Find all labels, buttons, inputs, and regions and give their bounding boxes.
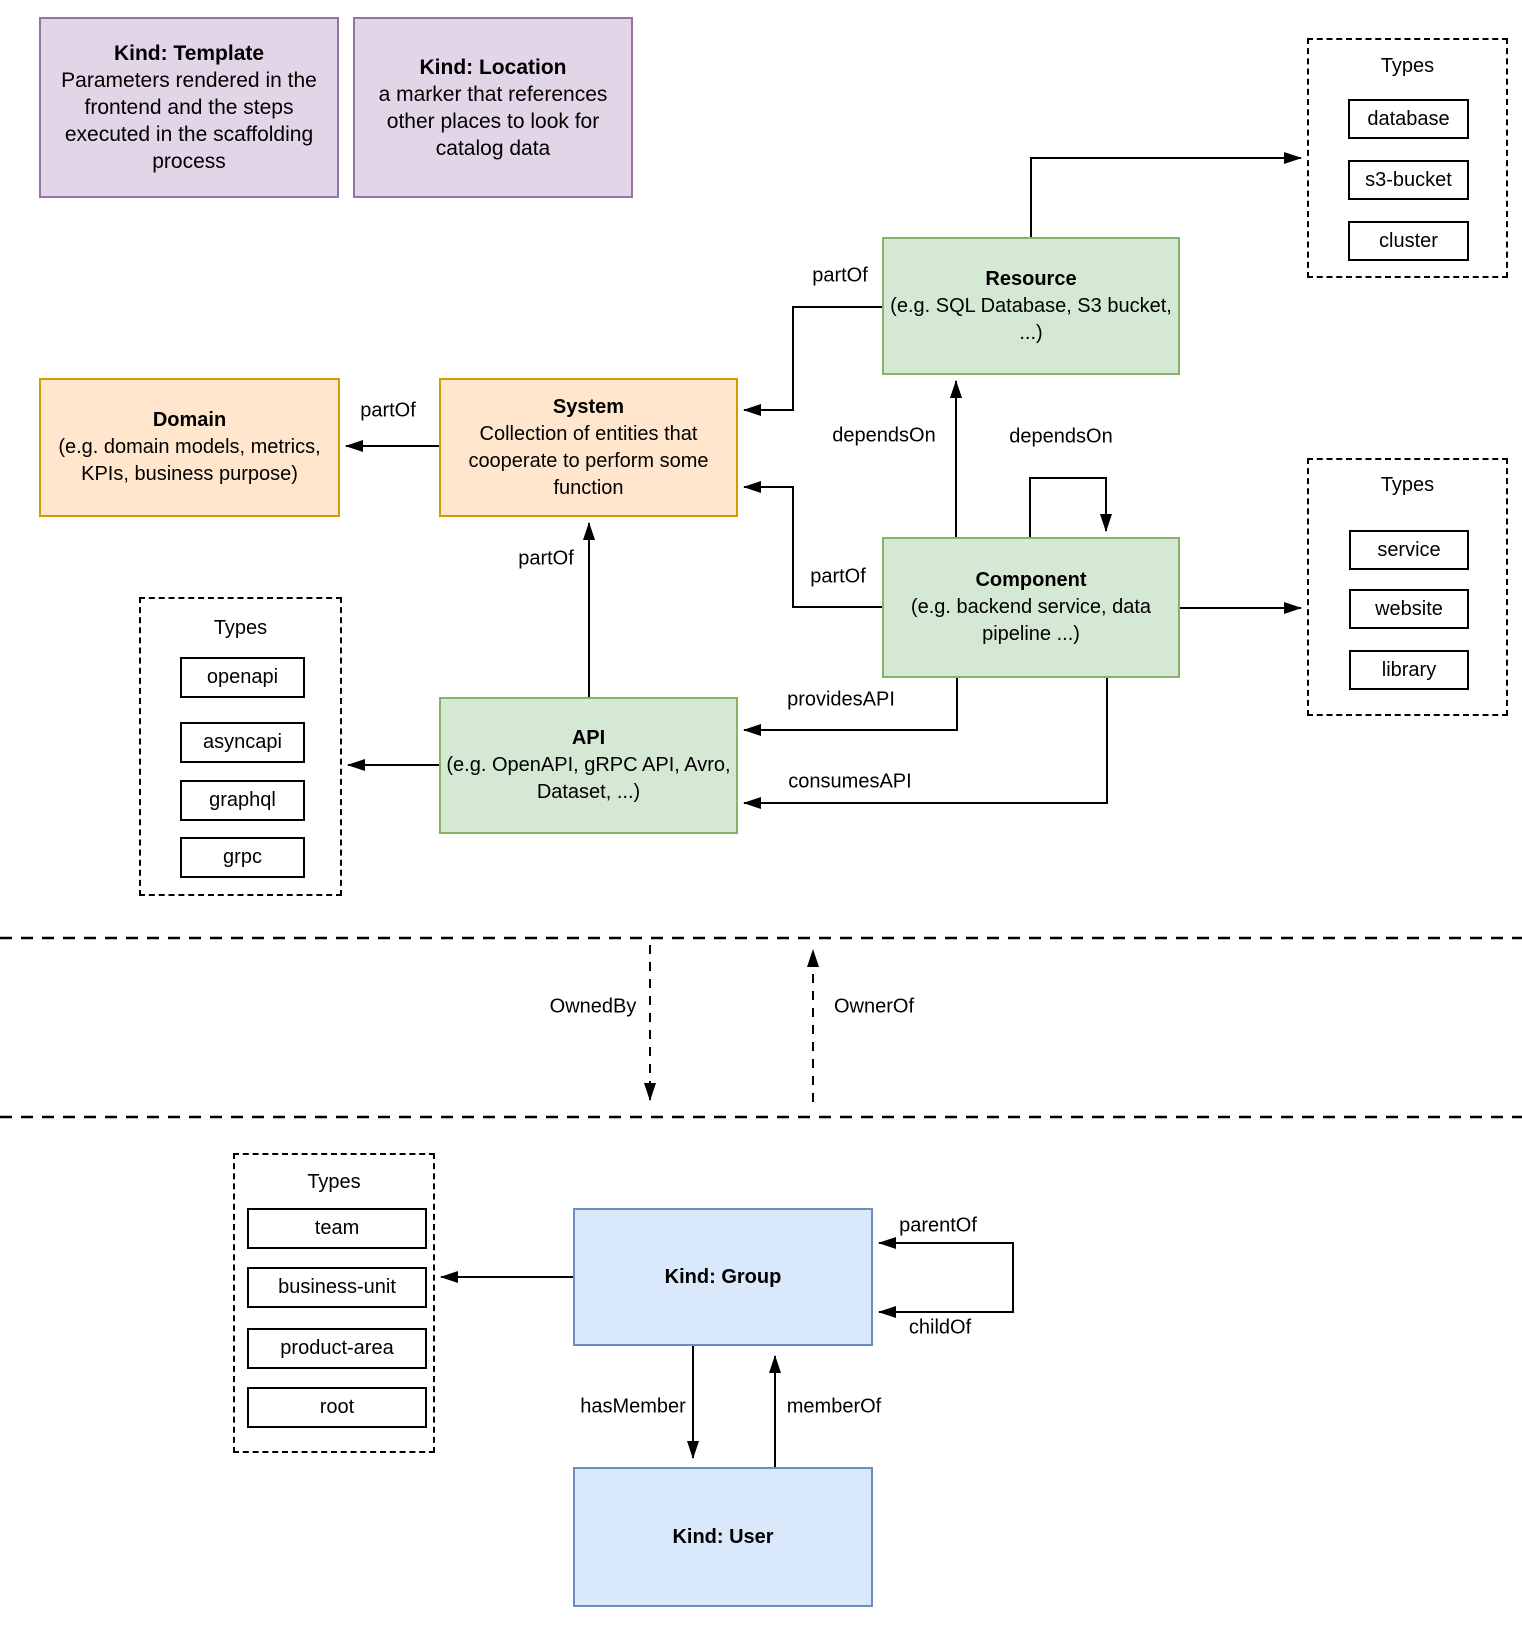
api-title: API [571, 727, 606, 749]
api-types-title: Types [213, 617, 268, 639]
user-box: Kind: User [573, 1467, 873, 1607]
type-item-product-area: product-area [247, 1328, 427, 1369]
type-item-library: library [1349, 650, 1469, 690]
component-box: Component (e.g. backend service, data pi… [882, 537, 1180, 678]
edge-parentof-childof-group-loop [878, 1237, 1014, 1318]
type-item-business-unit: business-unit [247, 1267, 427, 1308]
type-item-s3-bucket: s3-bucket [1348, 160, 1469, 200]
api-types-box: Types openapi asyncapi graphql grpc [139, 597, 342, 896]
group-box: Kind: Group [573, 1208, 873, 1346]
edge-dependson-component-self-loop [1029, 477, 1112, 537]
label-ownedby: OwnedBy [547, 995, 639, 1019]
resource-description: (e.g. SQL Database, S3 bucket, ...) [890, 294, 1172, 344]
group-types-title: Types [307, 1171, 361, 1193]
edge-partof-resource-system [743, 306, 882, 416]
label-ownerof: OwnerOf [831, 995, 917, 1019]
type-item-asyncapi: asyncapi [180, 722, 305, 763]
type-item-service: service [1349, 530, 1469, 570]
label-partof-api-system: partOf [516, 547, 576, 571]
label-providesapi: providesAPI [785, 688, 897, 712]
component-types-title: Types [1380, 474, 1435, 496]
type-item-database: database [1348, 99, 1469, 139]
resource-box: Resource (e.g. SQL Database, S3 bucket, … [882, 237, 1180, 375]
label-partof-resource-system: partOf [810, 264, 870, 288]
label-partof-system-domain: partOf [358, 399, 418, 423]
system-description: Collection of entities that cooperate to… [468, 422, 709, 499]
label-parentof: parentOf [897, 1214, 979, 1238]
type-item-graphql: graphql [180, 780, 305, 821]
user-title: Kind: User [672, 1525, 774, 1548]
type-item-cluster: cluster [1348, 221, 1469, 261]
type-item-root: root [247, 1387, 427, 1428]
label-memberof: memberOf [784, 1395, 884, 1419]
label-dependson-component-self: dependsOn [1007, 425, 1115, 449]
type-item-openapi: openapi [180, 657, 305, 698]
label-consumesapi: consumesAPI [786, 770, 914, 794]
location-kind-title: Kind: Location [419, 55, 567, 79]
edge-providesapi-component-api [743, 678, 958, 736]
label-partof-component-system: partOf [808, 565, 868, 589]
resource-title: Resource [985, 267, 1077, 290]
group-types-box: Types team business-unit product-area ro… [233, 1153, 435, 1453]
template-kind-box: Kind: Template Parameters rendered in th… [39, 17, 339, 198]
domain-description: (e.g. domain models, metrics, KPIs, busi… [58, 436, 321, 485]
edge-partof-component-system [743, 481, 882, 608]
system-box: System Collection of entities that coope… [439, 378, 738, 517]
domain-box: Domain (e.g. domain models, metrics, KPI… [39, 378, 340, 517]
api-description: (e.g. OpenAPI, gRPC API, Avro, Dataset, … [446, 754, 731, 803]
domain-title: Domain [152, 409, 227, 431]
template-kind-description: Parameters rendered in the frontend and … [61, 69, 317, 173]
location-kind-box: Kind: Location a marker that references … [353, 17, 633, 198]
type-item-website: website [1349, 589, 1469, 629]
edge-consumesapi-component-api [743, 678, 1108, 809]
api-box: API (e.g. OpenAPI, gRPC API, Avro, Datas… [439, 697, 738, 834]
type-item-grpc: grpc [180, 837, 305, 878]
component-description: (e.g. backend service, data pipeline ...… [910, 596, 1152, 645]
template-kind-title: Kind: Template [113, 42, 265, 65]
component-title: Component [975, 569, 1087, 591]
component-types-box: Types service website library [1307, 458, 1508, 716]
resource-types-box: Types database s3-bucket cluster [1307, 38, 1508, 278]
label-childof: childOf [906, 1316, 974, 1340]
edge-resource-to-resource-types [1030, 152, 1302, 237]
system-title: System [552, 395, 625, 418]
type-item-team: team [247, 1208, 427, 1249]
label-hasmember: hasMember [578, 1395, 688, 1419]
resource-types-title: Types [1380, 55, 1435, 77]
group-title: Kind: Group [664, 1265, 782, 1288]
location-kind-description: a marker that references other places to… [378, 82, 608, 160]
label-dependson-component-resource: dependsOn [830, 424, 938, 448]
